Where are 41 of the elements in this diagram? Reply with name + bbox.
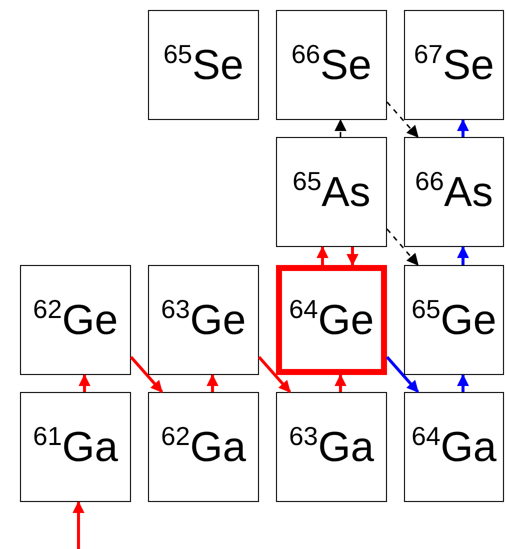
nuclide-box — [276, 392, 387, 502]
arrow — [457, 374, 469, 392]
nuclide-box — [20, 265, 131, 375]
nuclide-label: $^{65}$As — [292, 171, 370, 213]
nuclide-box — [148, 392, 259, 502]
arrow — [386, 102, 419, 138]
arrow — [334, 119, 346, 137]
arrow — [457, 246, 469, 265]
arrow — [457, 119, 469, 137]
nuclide-label: $^{64}$Ga — [412, 426, 496, 468]
nuclide-box — [404, 265, 504, 375]
nuclide-box — [404, 137, 504, 247]
arrow — [386, 356, 420, 393]
nuclide-label: $^{63}$Ga — [289, 426, 374, 468]
nuclide-label: $^{62}$Ge — [33, 299, 118, 341]
arrow — [206, 374, 218, 392]
nuclide-box — [276, 265, 387, 375]
nuclide-box — [20, 392, 131, 502]
nuclide-label: $^{67}$Se — [414, 44, 494, 86]
arrow — [78, 374, 90, 392]
nuclide-label: $^{64}$Ge — [289, 299, 374, 341]
nuclide-label: $^{65}$Ge — [412, 299, 496, 341]
arrow — [346, 247, 358, 266]
nuclide-label: $^{65}$Se — [163, 44, 244, 86]
nuclide-box — [148, 10, 259, 120]
nuclide-label: $^{66}$As — [415, 171, 493, 213]
arrow — [334, 374, 346, 392]
nuclide-label: $^{66}$Se — [291, 44, 372, 86]
nuclide-box — [276, 137, 387, 247]
arrow — [130, 356, 164, 393]
nuclide-box — [404, 10, 504, 120]
arrow — [316, 246, 328, 265]
nuclide-label: $^{61}$Ga — [33, 426, 118, 468]
nuclide-label: $^{62}$Ga — [161, 426, 246, 468]
arrow — [386, 228, 419, 266]
nuclide-box — [276, 10, 387, 120]
nuclide-box — [148, 265, 259, 375]
arrow — [258, 356, 292, 393]
nuclide-box — [404, 392, 504, 502]
arrow — [72, 501, 84, 549]
nuclide-label: $^{63}$Ge — [161, 299, 246, 341]
